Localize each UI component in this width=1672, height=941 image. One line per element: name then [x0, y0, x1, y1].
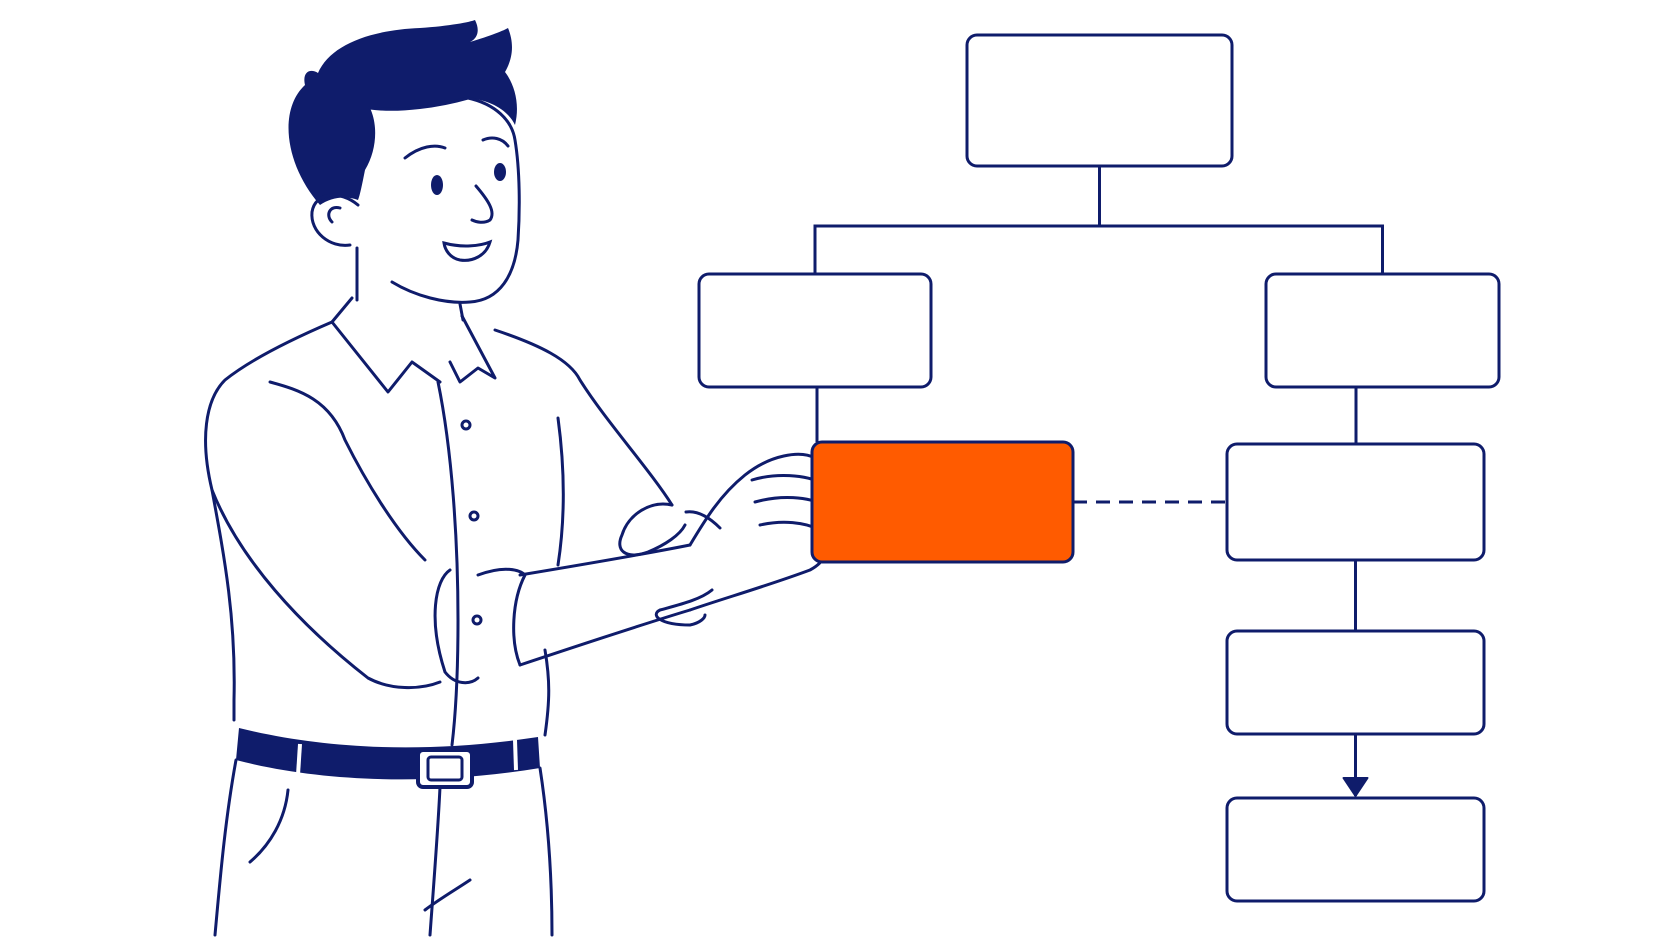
mouth — [442, 239, 493, 262]
far-sleeve — [618, 502, 687, 557]
near-arm-outer — [210, 488, 442, 690]
nose — [470, 184, 494, 224]
shirt-side-crease — [556, 416, 565, 567]
node-right-step-2 — [1225, 629, 1486, 736]
eyebrow-right — [481, 136, 510, 148]
eyebrow-left — [403, 144, 447, 160]
eye-left — [431, 175, 443, 195]
ear-inner — [327, 205, 342, 224]
face-outline — [368, 96, 521, 304]
node-right-step-1 — [1225, 442, 1486, 562]
belt-loop-left — [296, 743, 302, 776]
flowchart-nodes — [697, 33, 1501, 903]
near-arm-inner — [268, 380, 427, 562]
far-forearm — [684, 510, 722, 530]
shirt-lower-right — [543, 648, 551, 737]
flowchart-edges — [813, 166, 1384, 797]
eye-right — [494, 163, 506, 181]
shirt-button-3 — [471, 614, 483, 626]
trousers-center — [428, 785, 442, 937]
node-root — [965, 33, 1234, 168]
belt-loop-right — [513, 739, 518, 771]
person-holding-card-icon — [204, 20, 828, 937]
shirt-button-1 — [460, 419, 472, 431]
node-right-step-3 — [1225, 796, 1486, 903]
collar-right — [448, 314, 497, 384]
collar-left — [330, 296, 442, 394]
node-left-branch — [697, 272, 933, 389]
near-sleeve-cuff — [433, 568, 480, 685]
trousers-fold — [423, 878, 472, 912]
flowchart — [697, 33, 1501, 903]
shirt-button-2 — [468, 510, 480, 522]
trousers-pocket — [248, 788, 290, 864]
trousers-left-leg — [213, 758, 238, 937]
near-sleeve-cuff-inner — [476, 567, 527, 667]
trousers-right-leg — [538, 766, 554, 937]
edge-root-to-left-branch — [813, 166, 1101, 274]
belt-buckle-inner — [426, 755, 464, 782]
belt — [236, 728, 540, 780]
edge-root-to-right-branch — [1098, 166, 1384, 274]
belt-buckle — [416, 748, 474, 789]
shirt-placket — [436, 380, 460, 747]
hair — [288, 20, 517, 205]
node-held-node — [810, 440, 1075, 564]
shirt-body — [204, 320, 674, 722]
near-forearm — [518, 543, 692, 667]
arrowhead-right-step-3 — [1342, 777, 1369, 797]
node-right-branch — [1264, 272, 1501, 389]
ear — [310, 193, 360, 247]
